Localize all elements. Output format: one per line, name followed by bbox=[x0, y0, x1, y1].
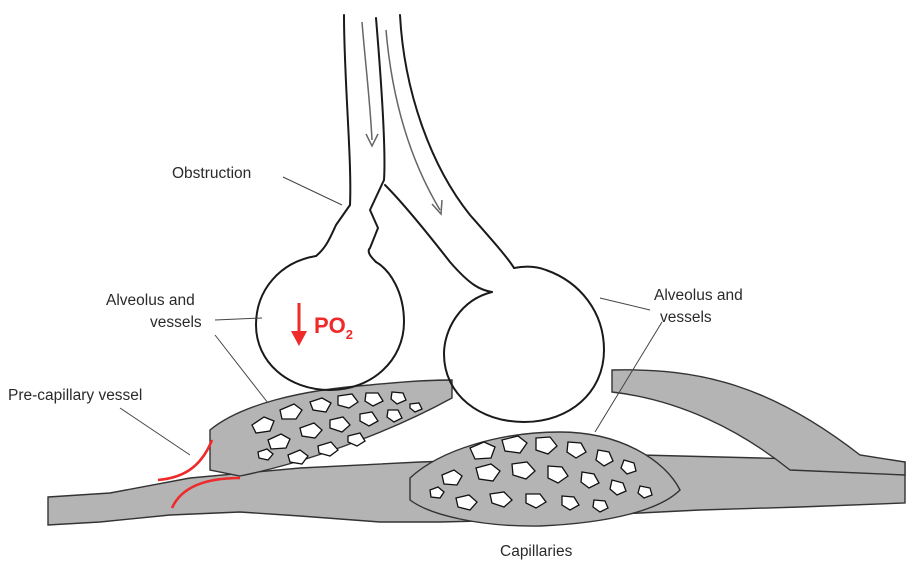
right-airway-wall-right bbox=[400, 15, 514, 268]
left-airway-wall-outer bbox=[316, 15, 350, 256]
alveolus-right-label-line1: Alveolus and bbox=[654, 287, 743, 304]
left-airway-wall-inner bbox=[369, 18, 385, 262]
airflow-arrow-left bbox=[362, 22, 372, 140]
alveolus-left-label-line1: Alveolus and bbox=[106, 292, 195, 309]
down-arrow-icon bbox=[291, 303, 307, 346]
vessel-network bbox=[48, 370, 905, 526]
precapillary-constriction-upper bbox=[158, 440, 212, 480]
po2-label: PO2 bbox=[314, 313, 353, 342]
obstruction-label: Obstruction bbox=[172, 165, 251, 182]
alveolus-left-label-line2: vessels bbox=[150, 314, 202, 331]
alveolus-right-label-line2: vessels bbox=[660, 309, 712, 326]
airflow-arrow-right-head bbox=[432, 200, 442, 214]
capillaries-label: Capillaries bbox=[500, 543, 573, 560]
airway-tree bbox=[256, 15, 604, 422]
po2-indicator: PO2 bbox=[291, 303, 353, 346]
right-airway-wall-left bbox=[385, 185, 492, 292]
precapillary-label: Pre-capillary vessel bbox=[8, 387, 142, 404]
ventilated-alveolus bbox=[444, 267, 604, 422]
airflow-arrow-right bbox=[386, 30, 440, 210]
